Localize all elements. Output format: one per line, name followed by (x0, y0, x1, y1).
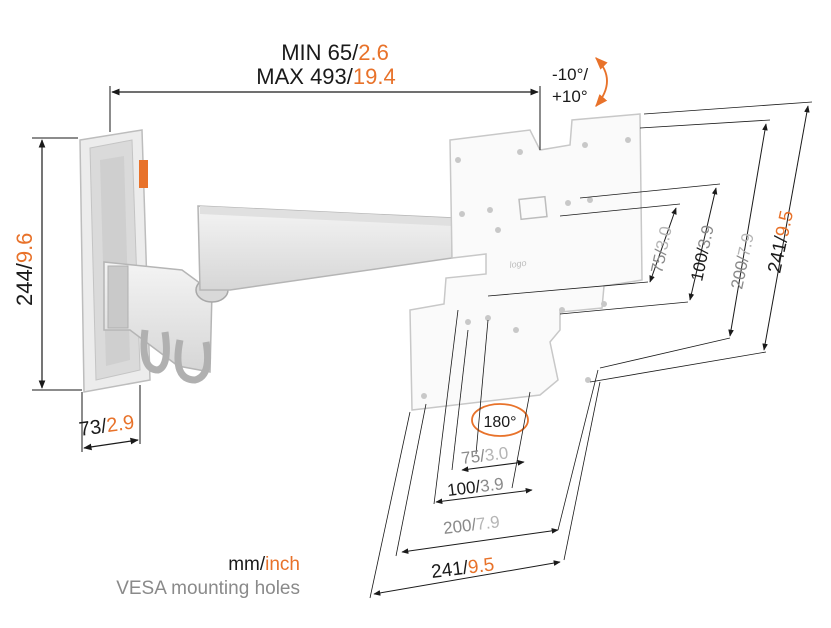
rotation-label: 180° (483, 414, 516, 431)
svg-text:244/9.6: 244/9.6 (12, 233, 37, 306)
vesa-v-200-mm: 200/ (727, 254, 753, 291)
wall-height-dimension: 244/9.6 (12, 137, 82, 391)
wall-depth-dimension: 73/2.9 (78, 385, 141, 452)
vesa-v-241-inch: 9.5 (772, 209, 798, 239)
tilt-indicator: -10°/ +10° (552, 57, 608, 107)
wall-depth-mm: 73/ (78, 415, 109, 441)
svg-text:100/3.9: 100/3.9 (687, 223, 717, 282)
wall-depth-inch: 2.9 (105, 411, 136, 437)
tilt-plus-label: +10° (552, 87, 588, 106)
extension-max-inch: 19.4 (353, 64, 396, 89)
vesa-h-241-mm: 241/ (430, 558, 470, 583)
vesa-v-200-inch: 7.9 (734, 231, 757, 258)
wall-height-mm: 244/ (12, 262, 37, 306)
svg-text:logo: logo (509, 258, 527, 270)
vesa-plate: logo (409, 113, 643, 411)
extension-min-inch: 2.6 (358, 40, 389, 65)
legend: mm/inch VESA mounting holes (116, 554, 300, 599)
tilt-minus-label: -10°/ (552, 65, 588, 84)
vesa-h-200-mm: 200/ (442, 515, 477, 538)
swing-arm (103, 205, 453, 384)
legend-inch: inch (265, 554, 300, 575)
wall-height-inch: 9.6 (12, 233, 37, 264)
svg-text:75/3.0: 75/3.0 (460, 443, 509, 468)
vesa-h-200-inch: 7.9 (475, 512, 501, 534)
legend-mm: mm/ (228, 554, 266, 575)
svg-text:75/3.0: 75/3.0 (647, 225, 675, 275)
vesa-v-100-inch: 3.9 (694, 223, 717, 250)
svg-text:73/2.9: 73/2.9 (78, 411, 136, 441)
vesa-h-75-inch: 3.0 (484, 443, 510, 465)
orange-lock-tab (139, 160, 148, 188)
svg-text:MIN 65/2.6: MIN 65/2.6 (281, 40, 389, 65)
vesa-v-75-mm: 75/ (647, 247, 671, 274)
vesa-v-100-mm: 100/ (687, 246, 713, 283)
svg-text:200/7.9: 200/7.9 (727, 231, 757, 290)
extension-max-mm: MAX 493/ (256, 64, 353, 89)
tilt-arc-icon (595, 57, 608, 107)
svg-text:MAX 493/19.4: MAX 493/19.4 (256, 64, 395, 89)
rotation-arc-icon (471, 403, 529, 437)
svg-text:241/9.5: 241/9.5 (764, 209, 798, 275)
vesa-h-241-inch: 9.5 (467, 554, 496, 578)
vesa-v-241-mm: 241/ (764, 234, 792, 275)
extension-dimension: MIN 65/2.6 MAX 493/19.4 (109, 40, 541, 150)
svg-text:200/7.9: 200/7.9 (442, 512, 501, 538)
extension-min-mm: MIN 65/ (281, 40, 359, 65)
vesa-h-100-mm: 100/ (446, 477, 481, 500)
svg-text:100/3.9: 100/3.9 (446, 474, 505, 500)
wall-plate (79, 129, 151, 393)
vesa-vertical-dimensions: 75/3.0 100/3.9 200/7.9 241/9.5 (487, 101, 813, 383)
vesa-horizontal-dimensions: 75/3.0 100/3.9 200/7.9 241/9.5 (369, 309, 601, 599)
vesa-h-100-inch: 3.9 (479, 474, 505, 496)
svg-text:241/9.5: 241/9.5 (430, 554, 495, 583)
svg-text:mm/inch: mm/inch (228, 554, 300, 575)
vesa-h-75-mm: 75/ (460, 446, 486, 468)
rotation-indicator: 180° (471, 403, 529, 437)
legend-caption: VESA mounting holes (116, 578, 300, 599)
vesa-v-75-inch: 3.0 (652, 225, 676, 252)
